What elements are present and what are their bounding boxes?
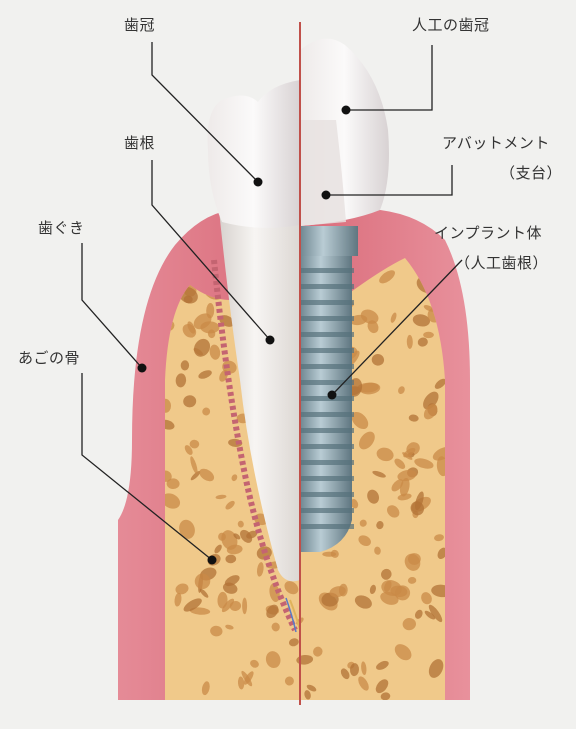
implant-thread bbox=[300, 444, 354, 449]
implant-thread bbox=[300, 284, 354, 289]
label-artificial-crown: 人工の歯冠 bbox=[412, 14, 490, 35]
implant-thread bbox=[300, 508, 354, 513]
implant-thread bbox=[300, 428, 354, 433]
implant-thread bbox=[300, 492, 354, 497]
implant-thread bbox=[300, 412, 354, 417]
bone-pore bbox=[242, 598, 247, 615]
label-implant: インプラント体 bbox=[434, 222, 542, 243]
implant-thread bbox=[300, 348, 354, 353]
label-crown: 歯冠 bbox=[124, 14, 155, 35]
implant-thread bbox=[300, 396, 354, 401]
implant-thread bbox=[300, 476, 354, 481]
marker-crown bbox=[254, 178, 263, 187]
marker-gum bbox=[138, 364, 147, 373]
implant-thread bbox=[300, 364, 354, 369]
marker-artificial-crown bbox=[342, 106, 351, 115]
label-jawbone: あごの骨 bbox=[18, 347, 80, 368]
natural-tooth-crown bbox=[208, 80, 300, 228]
label-abutment-sub: （支台） bbox=[500, 162, 562, 183]
implant-thread bbox=[300, 268, 354, 273]
label-implant-sub: （人工歯根） bbox=[455, 252, 548, 273]
leader-gum bbox=[82, 243, 142, 368]
implant-thread bbox=[300, 460, 354, 465]
marker-root bbox=[266, 336, 275, 345]
marker-jawbone bbox=[208, 556, 217, 565]
implant-thread bbox=[300, 332, 354, 337]
implant-thread bbox=[300, 300, 354, 305]
marker-abutment bbox=[322, 191, 331, 200]
marker-implant bbox=[328, 391, 337, 400]
label-gum: 歯ぐき bbox=[38, 217, 85, 238]
implant-collar bbox=[300, 226, 358, 256]
implant-thread bbox=[300, 524, 354, 529]
label-root: 歯根 bbox=[124, 132, 155, 153]
label-abutment: アバットメント bbox=[442, 132, 550, 153]
implant-thread bbox=[300, 316, 354, 321]
